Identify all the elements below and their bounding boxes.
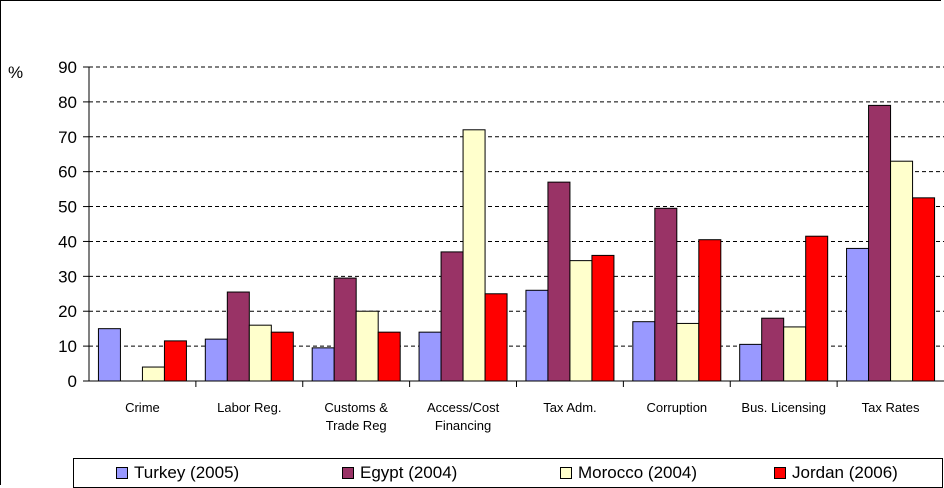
y-tick-label: 10 bbox=[58, 337, 77, 356]
bar bbox=[632, 321, 656, 382]
x-category-label: Tax Rates bbox=[862, 400, 920, 415]
y-tick-labels: 0 10 20 30 40 50 60 70 80 90 bbox=[58, 58, 77, 391]
legend-swatch bbox=[560, 467, 572, 479]
bar-chart: % 0 10 20 30 40 50 60 70 80 90 Crime Labor Reg. Cus… bbox=[8, 58, 944, 433]
y-unit-label: % bbox=[8, 63, 23, 82]
bar bbox=[226, 291, 250, 382]
bar bbox=[547, 181, 571, 382]
y-tick-label: 40 bbox=[58, 232, 77, 251]
bar bbox=[270, 331, 294, 382]
x-category-label: Bus. Licensing bbox=[741, 400, 826, 415]
x-category-label: Crime bbox=[125, 400, 160, 415]
bar bbox=[591, 254, 615, 382]
legend-label: Jordan (2006) bbox=[792, 463, 898, 482]
y-tick-label: 80 bbox=[58, 93, 77, 112]
bar bbox=[484, 293, 508, 382]
bar bbox=[698, 239, 722, 382]
gridlines bbox=[89, 66, 944, 347]
x-category-label: Corruption bbox=[646, 400, 707, 415]
bar bbox=[440, 251, 464, 382]
bar bbox=[868, 104, 892, 382]
y-tick-label: 60 bbox=[58, 163, 77, 182]
bar bbox=[761, 317, 785, 382]
legend-label: Turkey (2005) bbox=[134, 463, 240, 482]
bar bbox=[418, 331, 442, 382]
bar bbox=[377, 331, 401, 382]
bar bbox=[783, 326, 807, 382]
legend: Turkey (2005) Egypt (2004) Morocco (2004) J… bbox=[73, 458, 943, 488]
bar bbox=[846, 247, 870, 382]
axes bbox=[83, 66, 944, 387]
y-tick-label: 30 bbox=[58, 267, 77, 286]
x-category-labels: Crime Labor Reg. Customs & Trade Reg Access/… bbox=[125, 400, 920, 433]
bar bbox=[355, 310, 379, 382]
legend-label: Morocco (2004) bbox=[578, 463, 698, 482]
bar bbox=[569, 260, 593, 382]
bar bbox=[163, 340, 187, 382]
y-tick-label: 70 bbox=[58, 128, 77, 147]
legend-item: Morocco (2004) bbox=[560, 463, 697, 483]
bar bbox=[97, 328, 121, 382]
x-category-label: Trade Reg bbox=[326, 418, 387, 433]
legend-swatch bbox=[774, 467, 786, 479]
y-tick-label: 20 bbox=[58, 302, 77, 321]
x-category-label: Tax Adm. bbox=[543, 400, 596, 415]
bar bbox=[248, 324, 272, 382]
legend-item: Turkey (2005) bbox=[116, 463, 239, 483]
bar bbox=[311, 347, 335, 382]
legend-item: Egypt (2004) bbox=[342, 463, 457, 483]
y-tick-label: 90 bbox=[58, 58, 77, 77]
legend-swatch bbox=[342, 467, 354, 479]
bar bbox=[805, 235, 829, 382]
bar bbox=[654, 207, 678, 382]
bar bbox=[739, 343, 763, 382]
y-tick-label: 50 bbox=[58, 198, 77, 217]
x-category-label: Labor Reg. bbox=[217, 400, 281, 415]
bar bbox=[525, 289, 549, 382]
bar bbox=[204, 338, 228, 382]
y-tick-label: 0 bbox=[68, 372, 77, 391]
legend-label: Egypt (2004) bbox=[360, 463, 458, 482]
bar bbox=[333, 277, 357, 382]
bar bbox=[676, 322, 700, 382]
bar bbox=[890, 160, 914, 382]
legend-item: Jordan (2006) bbox=[774, 463, 898, 483]
legend-swatch bbox=[116, 467, 128, 479]
bar bbox=[462, 129, 486, 382]
x-category-label: Customs & bbox=[324, 400, 388, 415]
bar bbox=[141, 366, 165, 382]
x-category-label: Access/Cost bbox=[427, 400, 500, 415]
x-category-label: Financing bbox=[435, 418, 491, 433]
bars bbox=[97, 104, 936, 382]
bar bbox=[912, 197, 936, 382]
